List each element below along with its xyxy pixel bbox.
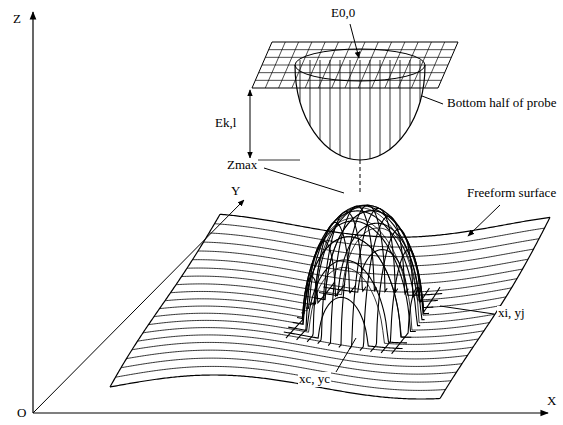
figure-label: Ek,l — [214, 116, 237, 131]
probe-drop-line — [400, 60, 401, 140]
figure-label: O — [16, 406, 27, 421]
probe-drop-line — [380, 60, 381, 155]
leader-line — [336, 338, 356, 372]
figure-label: Zmax — [226, 158, 258, 173]
probe-drop-line — [390, 60, 391, 149]
bump-grid-line — [392, 287, 440, 354]
surface-line — [127, 350, 457, 374]
z-axis — [32, 12, 33, 413]
bump-grid-line — [301, 211, 420, 326]
probe-drop-line — [350, 60, 351, 159]
figure-label: X — [546, 394, 557, 409]
surface-line — [138, 335, 468, 359]
figure-label: Freeform surface — [466, 186, 557, 201]
probe-drop-line — [320, 60, 321, 140]
leader-line — [264, 168, 344, 193]
figure-label: E0,0 — [330, 6, 356, 21]
leader-line — [422, 96, 443, 104]
surface-line — [176, 211, 506, 308]
surface-line — [110, 375, 440, 399]
centre-line — [360, 160, 361, 192]
probe-drop-line — [300, 60, 301, 102]
bump-grid-line — [297, 221, 416, 331]
surface-line — [116, 366, 446, 390]
leader-line — [468, 205, 500, 236]
surface-edge — [440, 217, 550, 398]
probe-plane — [252, 42, 458, 88]
dimension-line — [250, 90, 251, 158]
surface-edge — [110, 214, 220, 387]
probe-drop-line — [330, 60, 331, 149]
bump-grid-line — [284, 297, 403, 348]
figure-label: Z — [12, 12, 22, 27]
surface-line — [165, 208, 495, 323]
figure-label: Y — [230, 184, 241, 199]
x-axis — [33, 412, 548, 413]
probe-drop-line — [360, 60, 361, 160]
probe-drop-line — [340, 60, 341, 155]
surface-line — [132, 342, 462, 366]
probe-drop-line — [310, 60, 311, 126]
leader-line — [350, 24, 359, 58]
probe-drop-line — [410, 60, 411, 126]
surface-line — [121, 358, 451, 382]
leader-line — [440, 306, 494, 314]
probe-drop-line — [420, 60, 421, 102]
figure-label: Bottom half of probe — [446, 96, 557, 111]
figure-label: xi, yj — [497, 306, 526, 321]
bump-grid-line — [315, 211, 434, 308]
probe-drop-line — [370, 60, 371, 159]
figure-label: xc, yc — [298, 372, 331, 387]
bump-grid-line — [323, 250, 442, 296]
surface-line — [143, 328, 473, 352]
